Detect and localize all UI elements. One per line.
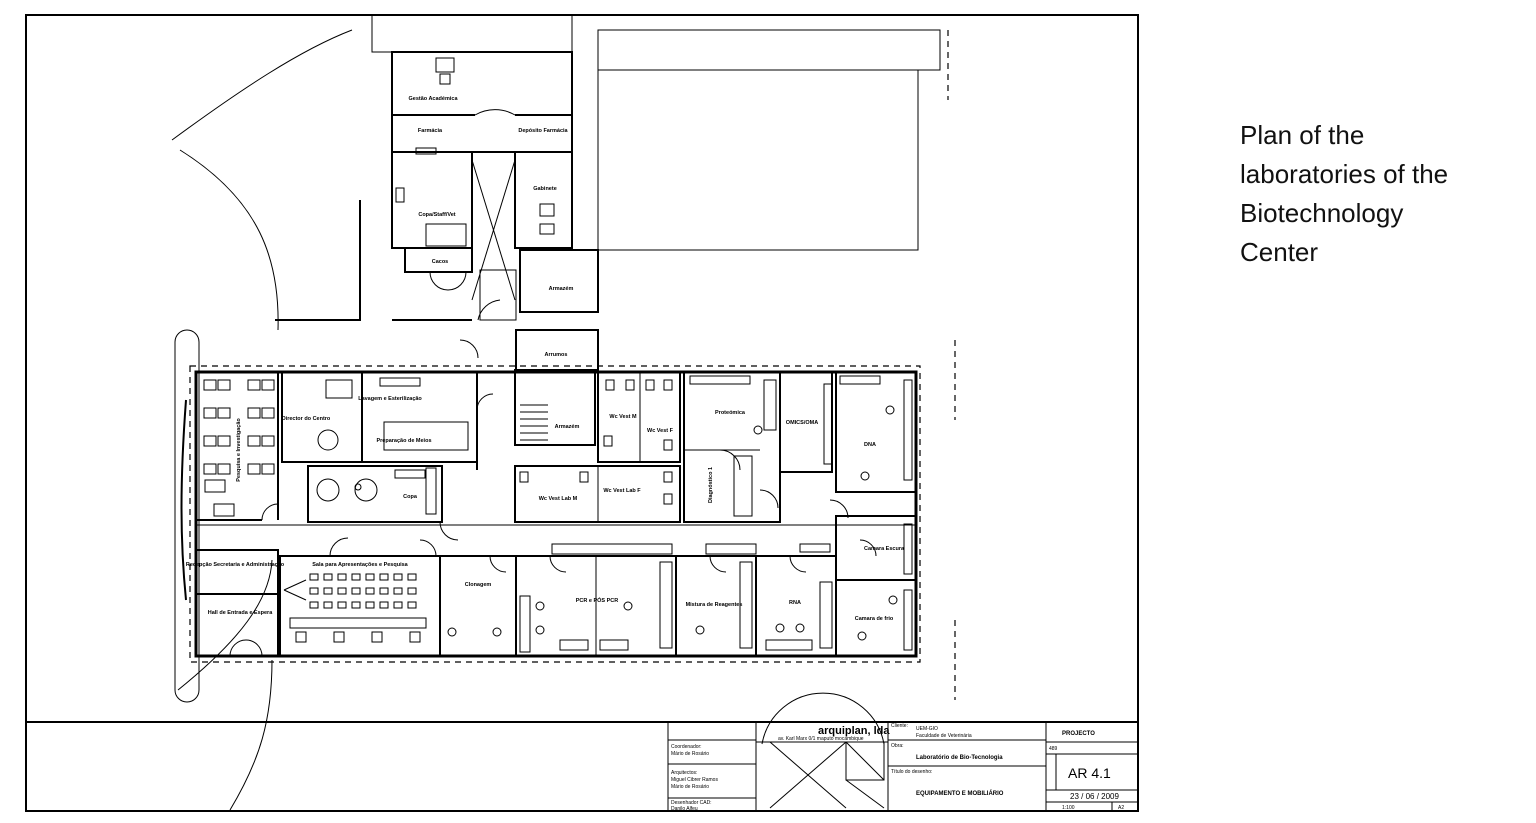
site-access-path bbox=[174, 329, 200, 703]
room-label: Depósito Farmácia bbox=[518, 128, 568, 134]
desenhador: Danilo Alfeu bbox=[671, 806, 698, 812]
room-label: OMICS/OMA bbox=[786, 420, 818, 426]
wc-fixtures bbox=[519, 379, 673, 505]
existing-building bbox=[597, 29, 941, 71]
furniture-presentation-seats bbox=[283, 573, 427, 643]
room-label: RNA bbox=[789, 600, 801, 606]
furniture-workstations bbox=[203, 379, 275, 517]
room-label: Mistura de Reagentes bbox=[686, 602, 743, 608]
room-label: Wc Vest F bbox=[647, 428, 674, 434]
room-label: Sala para Apresentações e Pesquisa bbox=[312, 562, 408, 568]
room-label: Lavagem e Esterilização bbox=[358, 396, 422, 402]
caption-line: Biotechnology bbox=[1240, 198, 1404, 228]
room-label: Cacos bbox=[432, 259, 449, 265]
scale: 1:100 bbox=[1062, 805, 1075, 811]
coordenador: Mário de Rosário bbox=[671, 751, 709, 757]
room-label: Armazém bbox=[549, 286, 574, 292]
room-label: Pesquisa e Investigação bbox=[236, 418, 242, 482]
room-label: Clonagem bbox=[465, 582, 492, 588]
cliente-label: Cliente: bbox=[891, 723, 908, 729]
fase: PROJECTO bbox=[1062, 731, 1095, 737]
room-label: Hall de Entrada e Espera bbox=[208, 610, 273, 616]
room-label: Wc Vest Lab F bbox=[603, 488, 641, 494]
caption: Plan of the laboratories of the Biotechn… bbox=[1240, 116, 1510, 272]
building-outline bbox=[189, 365, 921, 663]
room-label: Copa bbox=[403, 494, 418, 500]
room-label: Proteómica bbox=[715, 410, 746, 416]
sheet-frame bbox=[25, 14, 1139, 812]
firm-address: av. Karl Marx 0/1 maputo mocambique bbox=[778, 736, 864, 742]
furniture-north-wing bbox=[395, 57, 555, 247]
room-label: Gestão Académica bbox=[408, 96, 458, 102]
obra-label: Obra: bbox=[891, 743, 904, 749]
cliente: UEM-GIO bbox=[916, 726, 938, 732]
room-label: Camara Escura bbox=[864, 546, 905, 552]
arquitecto-2: Mário de Rosário bbox=[671, 784, 709, 790]
room-label: Arrumos bbox=[545, 352, 568, 358]
title-block: arquiplan, lda av. Karl Marx 0/1 maputo … bbox=[667, 692, 1138, 812]
caption-line: Plan of the bbox=[1240, 120, 1365, 150]
room-label: Wc Vest M bbox=[609, 414, 637, 420]
sheet-number: AR 4.1 bbox=[1068, 765, 1111, 781]
caption-line: laboratories of the bbox=[1240, 159, 1449, 189]
paper-size: A2 bbox=[1118, 805, 1124, 811]
titulo-label: Título do desenho: bbox=[891, 769, 932, 775]
room-label: Gabinete bbox=[533, 186, 557, 192]
coordenador-label: Coordenador: bbox=[671, 744, 702, 750]
room-label: Director do Centro bbox=[282, 416, 331, 422]
main-block bbox=[194, 370, 918, 658]
room-label: DNA bbox=[864, 442, 876, 448]
cliente-sub: Faculdade de Veterinária bbox=[916, 733, 972, 739]
arquitecto-1: Miguel Cibrer Ramos bbox=[671, 777, 718, 783]
stairs bbox=[514, 369, 596, 446]
north-wing bbox=[391, 51, 573, 153]
room-label: PCR e PÓS PCR bbox=[576, 596, 619, 604]
arquitectos-label: Arquitectos: bbox=[671, 770, 697, 776]
fase-code: 489 bbox=[1049, 746, 1058, 752]
room-label: Preparação de Meios bbox=[376, 438, 431, 444]
room-labels: Gestão Académica Farmácia Depósito Farmá… bbox=[186, 96, 905, 622]
firm-logo bbox=[761, 692, 885, 809]
room-label: Armazém bbox=[555, 424, 580, 430]
site-road-curve bbox=[171, 29, 353, 141]
firm-name: arquiplan, lda bbox=[818, 725, 890, 737]
obra: Laboratório de Bio-Tecnologia bbox=[916, 755, 1003, 761]
room-label: Farmácia bbox=[418, 128, 443, 134]
furniture-round-tables bbox=[316, 377, 469, 515]
room-label: Copa/Staff/Vet bbox=[418, 212, 455, 218]
room-label: Wc Vest Lab M bbox=[539, 496, 578, 502]
furniture-lab-benches bbox=[447, 375, 913, 653]
desenhador-label: Desenhador CAD: bbox=[671, 800, 712, 806]
caption-line: Center bbox=[1240, 237, 1319, 267]
room-label: Camara de frio bbox=[855, 616, 894, 622]
date: 23 / 06 / 2009 bbox=[1070, 792, 1119, 801]
room-label: Recepção Secretaria e Administração bbox=[186, 562, 285, 568]
room-label: Diagnóstico 1 bbox=[708, 467, 714, 503]
titulo: EQUIPAMENTO E MOBILIÁRIO bbox=[916, 790, 1004, 797]
